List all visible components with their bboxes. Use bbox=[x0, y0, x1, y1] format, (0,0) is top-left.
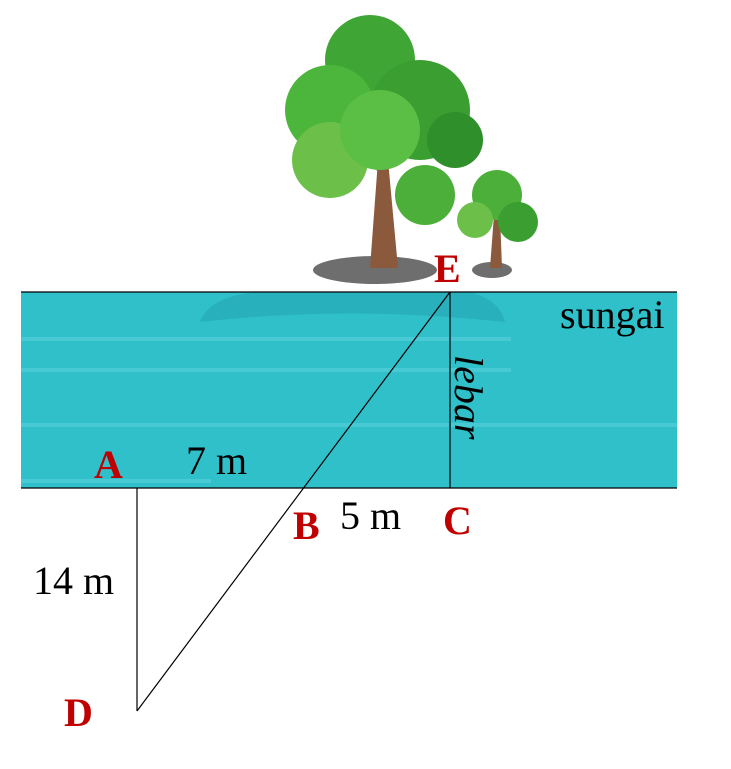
width-label: lebar bbox=[446, 355, 491, 440]
river-label: sungai bbox=[560, 292, 664, 337]
point-C: C bbox=[443, 498, 472, 543]
point-A: A bbox=[94, 442, 123, 487]
line-ED bbox=[136, 291, 451, 712]
point-B: B bbox=[293, 503, 320, 548]
measure-AD: 14 m bbox=[33, 558, 114, 603]
measure-AB: 7 m bbox=[186, 438, 247, 483]
point-E: E bbox=[434, 246, 461, 291]
point-D: D bbox=[64, 690, 93, 735]
trees-illustration bbox=[285, 15, 538, 284]
measure-BC: 5 m bbox=[340, 493, 401, 538]
river bbox=[21, 292, 677, 488]
